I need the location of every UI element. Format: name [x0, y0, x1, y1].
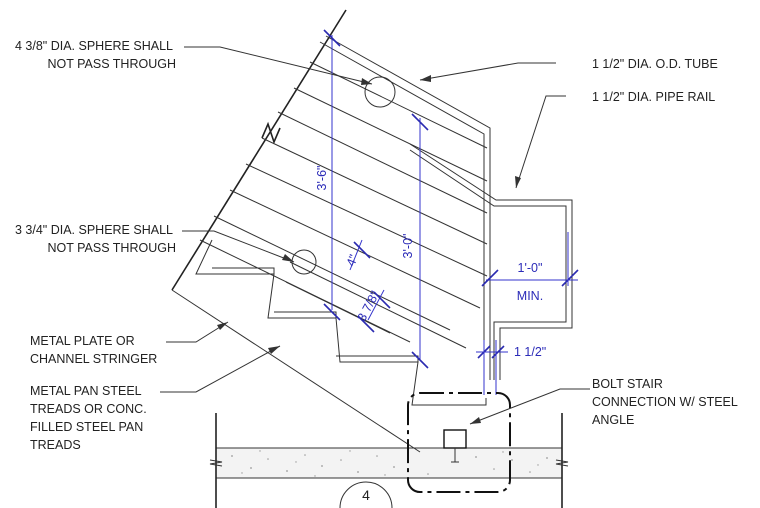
guard-rails	[199, 61, 488, 349]
sphere-3-3-4-icon	[291, 249, 317, 275]
top-tube	[319, 35, 491, 380]
sphere-4-3-8-icon	[364, 76, 396, 108]
dim-gap-4: 4"	[344, 253, 361, 269]
dimension-lines	[323, 29, 579, 395]
label-sphere-4-3-8: 4 3/8" DIA. SPHERE SHALL NOT PASS THROUG…	[15, 39, 176, 71]
stair-stringer	[171, 9, 421, 453]
pipe-rail	[409, 143, 573, 380]
label-stringer: METAL PLATE OR CHANNEL STRINGER	[30, 334, 157, 366]
label-sphere-3-3-4: 3 3/4" DIA. SPHERE SHALL NOT PASS THROUG…	[15, 223, 176, 255]
label-bolt-connection: BOLT STAIR CONNECTION W/ STEEL ANGLE	[592, 377, 741, 427]
floor-slab	[216, 447, 562, 479]
dim-gap-3-7-8: 3 7/8"	[355, 289, 383, 324]
label-pipe-rail: 1 1/2" DIA. PIPE RAIL	[592, 90, 715, 104]
dim-rail-offset: 1 1/2"	[514, 345, 546, 359]
steel-angle	[443, 429, 467, 449]
leader-lines	[160, 46, 590, 425]
detail-marker-number: 4	[362, 487, 370, 503]
walls	[209, 413, 569, 508]
label-od-tube: 1 1/2" DIA. O.D. TUBE	[592, 57, 718, 71]
detail-marker: 4	[339, 481, 393, 508]
dim-extension-note: MIN.	[517, 289, 543, 303]
stair-treads	[195, 239, 487, 406]
dim-rail-height: 3'-0"	[401, 234, 415, 259]
bolt-connection-detail	[407, 392, 511, 493]
dim-guard-height: 3'-6"	[315, 166, 329, 191]
dim-extension: 1'-0"	[518, 261, 543, 275]
label-treads: METAL PAN STEEL TREADS OR CONC. FILLED S…	[30, 384, 150, 452]
